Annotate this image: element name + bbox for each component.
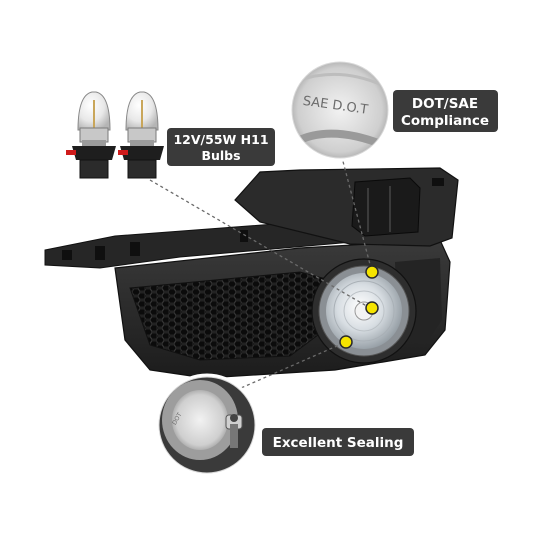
- fog-light-bezel: [114, 167, 459, 379]
- callout-compliance-line2: Compliance: [401, 113, 489, 129]
- leader-lines: [149, 149, 373, 396]
- sealing-zoom: DOT: [155, 373, 259, 477]
- callout-compliance: DOT/SAE Compliance: [393, 90, 498, 132]
- fog-lamp: [311, 258, 417, 364]
- marker-compliance: [365, 265, 379, 279]
- marker-bulb: [365, 301, 379, 315]
- callout-bulbs: 12V/55W H11 Bulbs: [167, 128, 275, 166]
- callout-bulbs-line2: Bulbs: [201, 148, 240, 163]
- callout-bulbs-line1: 12V/55W H11: [173, 132, 268, 147]
- callout-sealing-line1: Excellent Sealing: [273, 435, 404, 451]
- bulbs-image: [66, 91, 164, 179]
- feature-markers: [339, 265, 379, 349]
- callout-sealing: Excellent Sealing: [262, 428, 414, 456]
- compliance-zoom: SAE D.O.T: [288, 58, 392, 162]
- marker-sealing: [339, 335, 353, 349]
- bulb-left: [66, 91, 116, 179]
- callout-compliance-line1: DOT/SAE: [412, 96, 478, 112]
- bulb-right: [118, 91, 164, 179]
